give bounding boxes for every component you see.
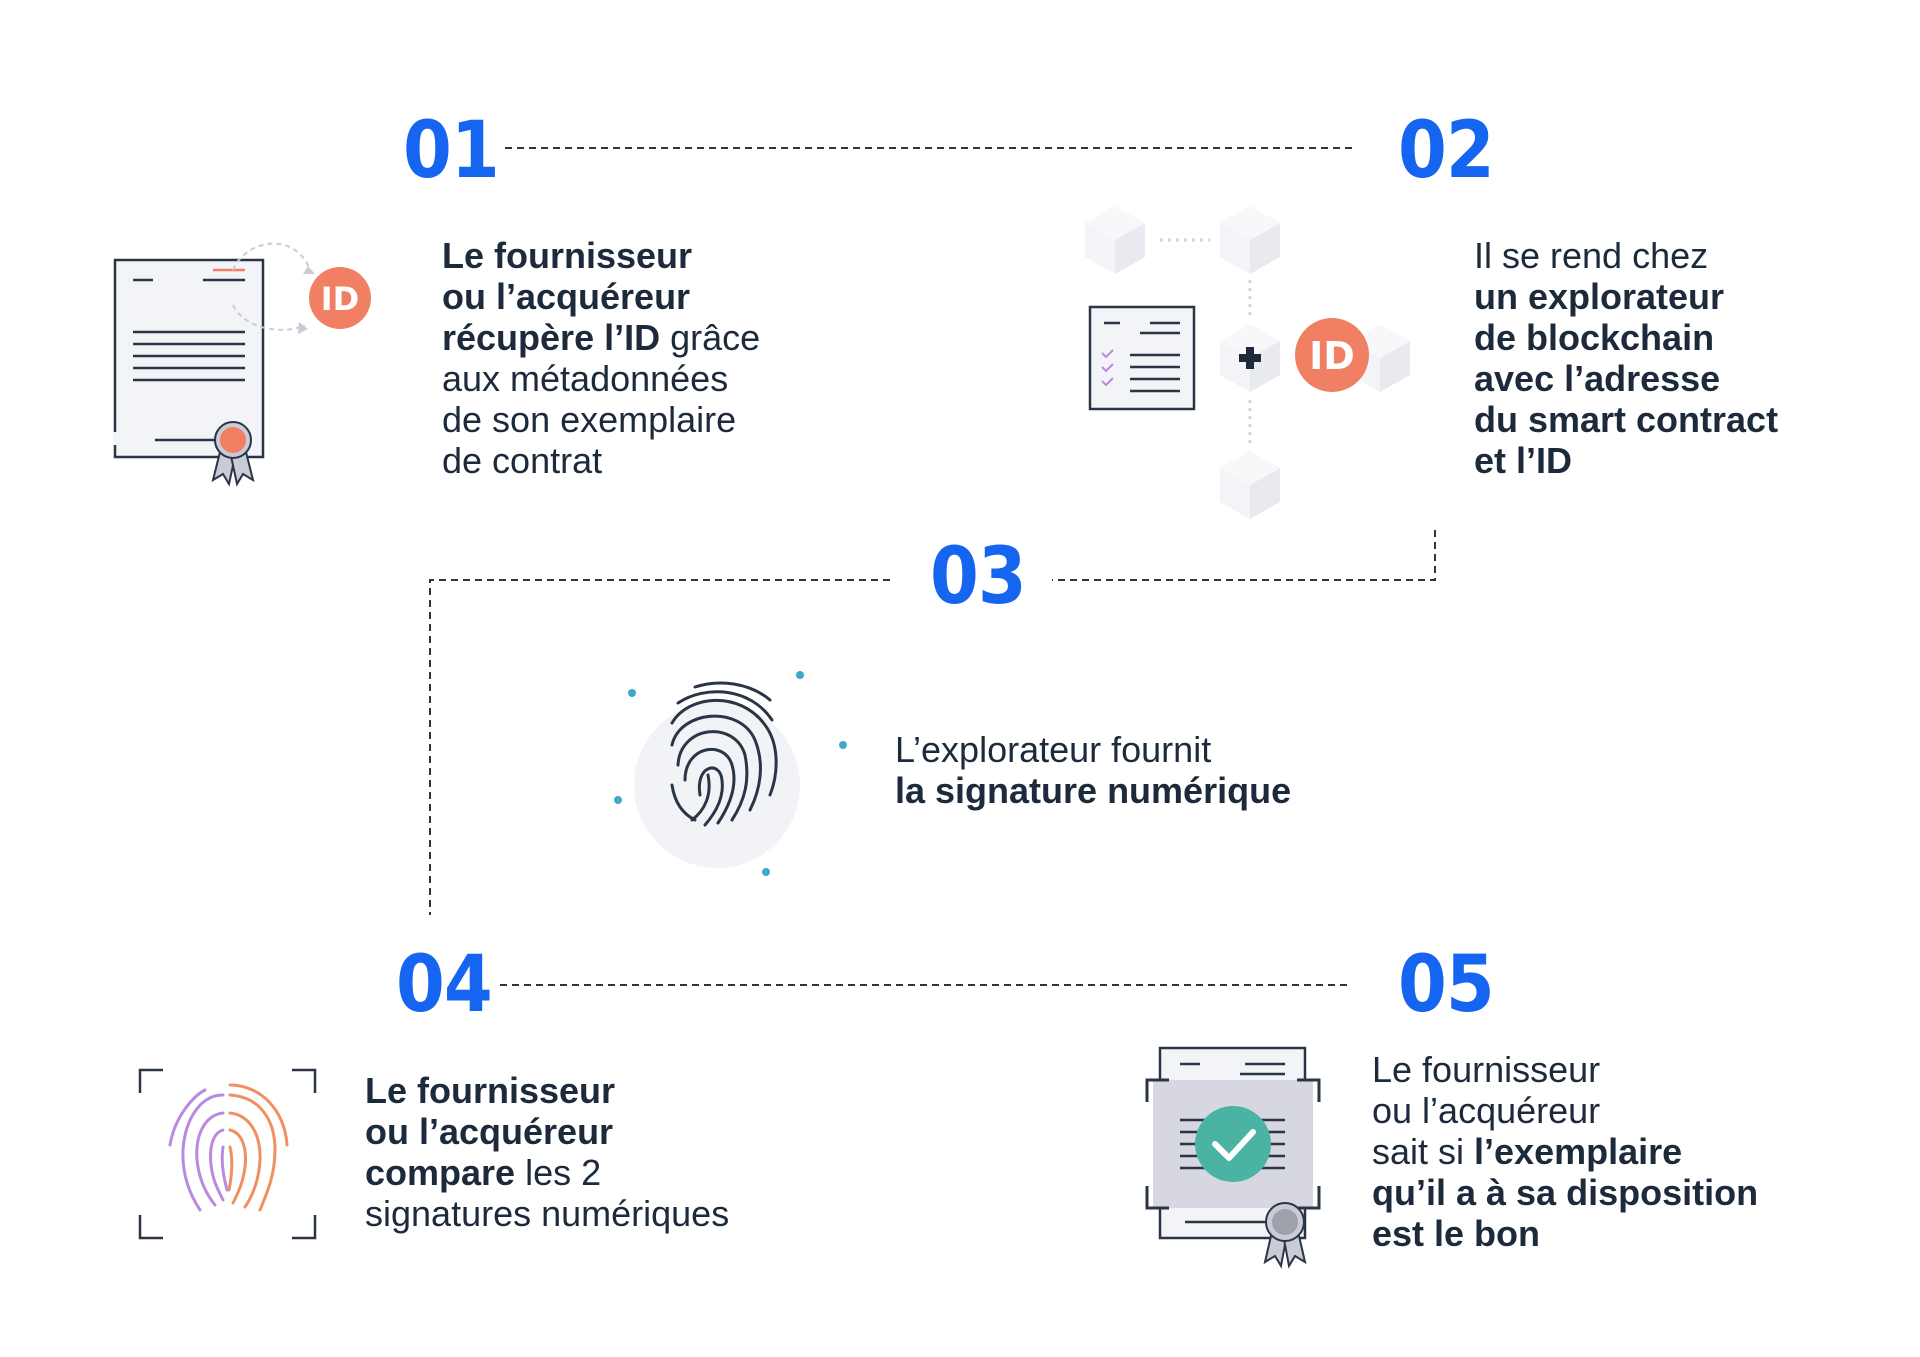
step-text-line: Le fournisseur — [442, 235, 760, 276]
plus-icon — [1239, 347, 1261, 369]
text-segment: L’explorateur fournit — [895, 729, 1212, 770]
text-segment: sait si — [1372, 1131, 1475, 1172]
svg-text:ID: ID — [1309, 334, 1355, 378]
bold-segment: et l’ID — [1474, 440, 1573, 481]
svg-text:ID: ID — [321, 280, 359, 318]
step-text-line: Le fournisseur — [1372, 1049, 1758, 1090]
bold-segment: ou l’acquéreur — [365, 1111, 614, 1152]
step-text-line: qu’il a à sa disposition — [1372, 1172, 1758, 1213]
step-text-line: de contrat — [442, 440, 760, 481]
id-badge-icon: ID — [309, 267, 371, 329]
text-segment: Il se rend chez — [1474, 235, 1709, 276]
step-text-line: récupère l’ID grâce — [442, 317, 760, 358]
step-text-line: ou l’acquéreur — [1372, 1090, 1758, 1131]
text-segment: grâce — [660, 317, 761, 358]
step-number-4: 04 — [396, 940, 493, 1030]
text-segment: les 2 — [515, 1152, 602, 1193]
fingerprint-icon — [614, 671, 847, 876]
step-text-line: la signature numérique — [895, 770, 1291, 811]
step-text-line: du smart contract — [1474, 399, 1778, 440]
text-segment: Le fournisseur — [1372, 1049, 1601, 1090]
step-text-line: et l’ID — [1474, 440, 1778, 481]
step-text-line: signatures numériques — [365, 1193, 729, 1234]
bold-segment: la signature numérique — [895, 770, 1292, 811]
award-ribbon-icon — [1263, 1202, 1307, 1269]
check-icon — [1195, 1106, 1271, 1182]
text-segment: de son exemplaire — [442, 399, 737, 440]
step-text-line: ou l’acquéreur — [365, 1111, 729, 1152]
checklist-document-icon — [1088, 305, 1196, 411]
text-segment: ou l’acquéreur — [1372, 1090, 1601, 1131]
bold-segment: ou l’acquéreur — [442, 276, 691, 317]
award-ribbon-icon — [211, 421, 255, 487]
step-text-line: avec l’adresse — [1474, 358, 1778, 399]
text-segment: signatures numériques — [365, 1193, 730, 1234]
step-text-line: un explorateur — [1474, 276, 1778, 317]
step-text-line: Il se rend chez — [1474, 235, 1778, 276]
step-text-line: de son exemplaire — [442, 399, 760, 440]
contract-document-icon: ID — [113, 242, 371, 487]
step-text-line: ou l’acquéreur — [442, 276, 760, 317]
step-number-2: 02 — [1398, 106, 1495, 196]
step-number-5: 05 — [1398, 940, 1495, 1030]
id-badge-icon: ID — [1295, 318, 1369, 392]
step-text-line: sait si l’exemplaire — [1372, 1131, 1758, 1172]
bold-segment: un explorateur — [1474, 276, 1725, 317]
step-number-3: 03 — [930, 532, 1027, 622]
fingerprint-scan-icon — [138, 1068, 317, 1240]
bold-segment: Le fournisseur — [442, 235, 693, 276]
step-text-line: aux métadonnées — [442, 358, 760, 399]
text-segment: aux métadonnées — [442, 358, 729, 399]
arrow-circular-icon — [232, 242, 311, 271]
bold-segment: de blockchain — [1474, 317, 1715, 358]
bold-segment: est le bon — [1372, 1213, 1541, 1254]
step-text-line: L’explorateur fournit — [895, 729, 1291, 770]
text-segment: de contrat — [442, 440, 603, 481]
step-text-line: est le bon — [1372, 1213, 1758, 1254]
step-text-line: de blockchain — [1474, 317, 1778, 358]
bold-segment: compare — [365, 1152, 516, 1193]
verified-document-icon — [1145, 1046, 1321, 1269]
step-text-line: Le fournisseur — [365, 1070, 729, 1111]
step-number-1: 01 — [403, 106, 500, 196]
bold-segment: du smart contract — [1474, 399, 1779, 440]
bold-segment: l’exemplaire — [1474, 1131, 1683, 1172]
bold-segment: récupère l’ID — [442, 317, 661, 358]
bold-segment: avec l’adresse — [1474, 358, 1721, 399]
bold-segment: Le fournisseur — [365, 1070, 616, 1111]
blockchain-cube-icon: ID — [1085, 206, 1410, 519]
step-text-line: compare les 2 — [365, 1152, 729, 1193]
bold-segment: qu’il a à sa disposition — [1372, 1172, 1759, 1213]
